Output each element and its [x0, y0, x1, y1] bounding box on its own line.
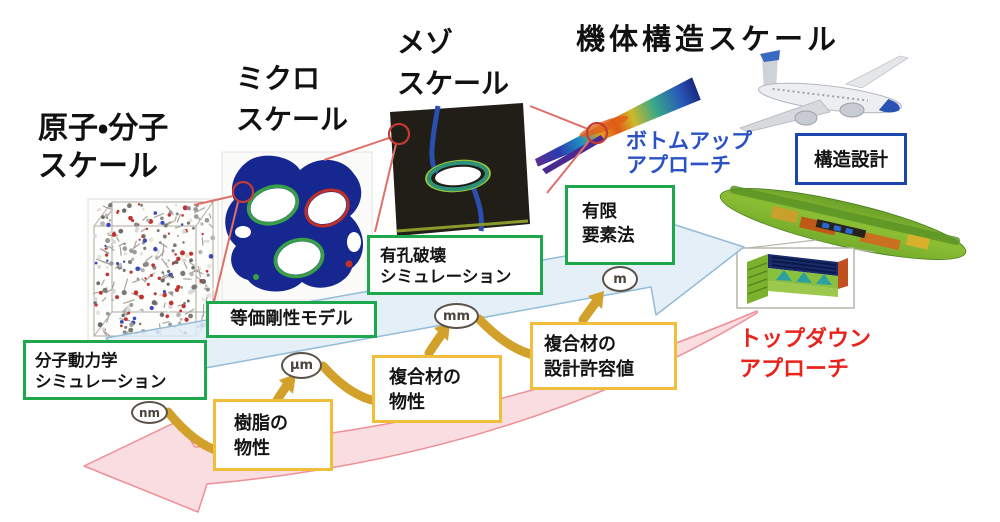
title-airframe-scale: 機体構造スケール	[576, 16, 840, 58]
title-atomic-line1: 原子・分子	[38, 111, 169, 146]
resin-properties-box: 樹脂の 物性	[213, 399, 333, 471]
scale-badge-m-label: m	[613, 271, 627, 287]
stiffened-panel-inset	[736, 239, 876, 309]
title-atomic-scale: 原子・分子 スケール	[38, 110, 168, 186]
title-micro-line1: ミクロ	[236, 62, 321, 95]
title-atomic-line2: スケール	[38, 149, 158, 184]
structural-design-label: 構造設計	[813, 150, 888, 171]
scale-badge-nm: nm	[131, 401, 168, 424]
scale-badge-um: μm	[281, 352, 322, 379]
equivalent-stiffness-line1: 等価剛性モデル	[230, 309, 353, 329]
bottom-up-approach-label: ボトムアップ アプローチ	[626, 129, 752, 177]
molecule-atoms	[92, 203, 216, 337]
scale-badge-mm-label: mm	[442, 308, 471, 324]
molecular-structure-image	[87, 198, 219, 342]
molecular-dynamics-box: 分子動力学 シミュレーション	[23, 340, 207, 400]
finite-element-line1: 有限	[582, 202, 617, 222]
perforated-fracture-box: 有孔破壊 シミュレーション	[367, 235, 543, 295]
resin-properties-line1: 樹脂の	[234, 413, 288, 434]
title-meso-line1: メゾ	[397, 26, 454, 59]
scale-badge-um-label: μm	[289, 358, 314, 373]
microstructure-image	[221, 151, 373, 301]
composite-properties-box: 複合材の 物性	[372, 355, 502, 423]
top-down-line1: トップダウン	[739, 327, 872, 352]
resin-properties-line2: 物性	[234, 438, 270, 459]
perforated-fracture-line1: 有孔破壊	[380, 246, 446, 265]
finite-element-box: 有限 要素法	[565, 185, 675, 265]
structural-design-box: 構造設計	[795, 133, 907, 185]
design-allowables-box: 複合材の 設計許容値	[530, 322, 677, 390]
meso-plate-image	[390, 103, 530, 236]
design-allowables-line2: 設計許容値	[544, 359, 634, 380]
bottom-up-line1: ボトムアップ	[626, 129, 752, 153]
bottom-up-line2: アプローチ	[626, 153, 731, 177]
finite-element-line2: 要素法	[582, 226, 635, 246]
zoom-leader-lines	[193, 105, 609, 315]
molecular-dynamics-line2: シミュレーション	[35, 372, 167, 391]
scale-badge-nm-label: nm	[138, 405, 161, 420]
molecular-dynamics-line1: 分子動力学	[35, 351, 118, 370]
composite-properties-line1: 複合材の	[389, 367, 461, 388]
scale-badge-mm: mm	[434, 303, 479, 329]
fuselage-fem-image	[719, 185, 967, 260]
scale-badge-m: m	[602, 266, 638, 292]
top-down-approach-label: トップダウン アプローチ	[739, 325, 871, 385]
title-meso-scale: メゾ スケール	[397, 22, 509, 104]
title-meso-line2: スケール	[397, 67, 510, 100]
design-allowables-line1: 複合材の	[544, 334, 616, 355]
title-micro-scale: ミクロ スケール	[236, 58, 348, 140]
title-airframe-line1: 機体構造スケール	[576, 22, 841, 56]
top-down-line2: アプローチ	[739, 357, 850, 382]
airplane-image	[738, 50, 909, 133]
title-micro-line2: スケール	[236, 103, 349, 136]
perforated-fracture-line2: シミュレーション	[380, 267, 512, 286]
equivalent-stiffness-box: 等価剛性モデル	[206, 301, 377, 338]
composite-properties-line2: 物性	[389, 392, 425, 413]
